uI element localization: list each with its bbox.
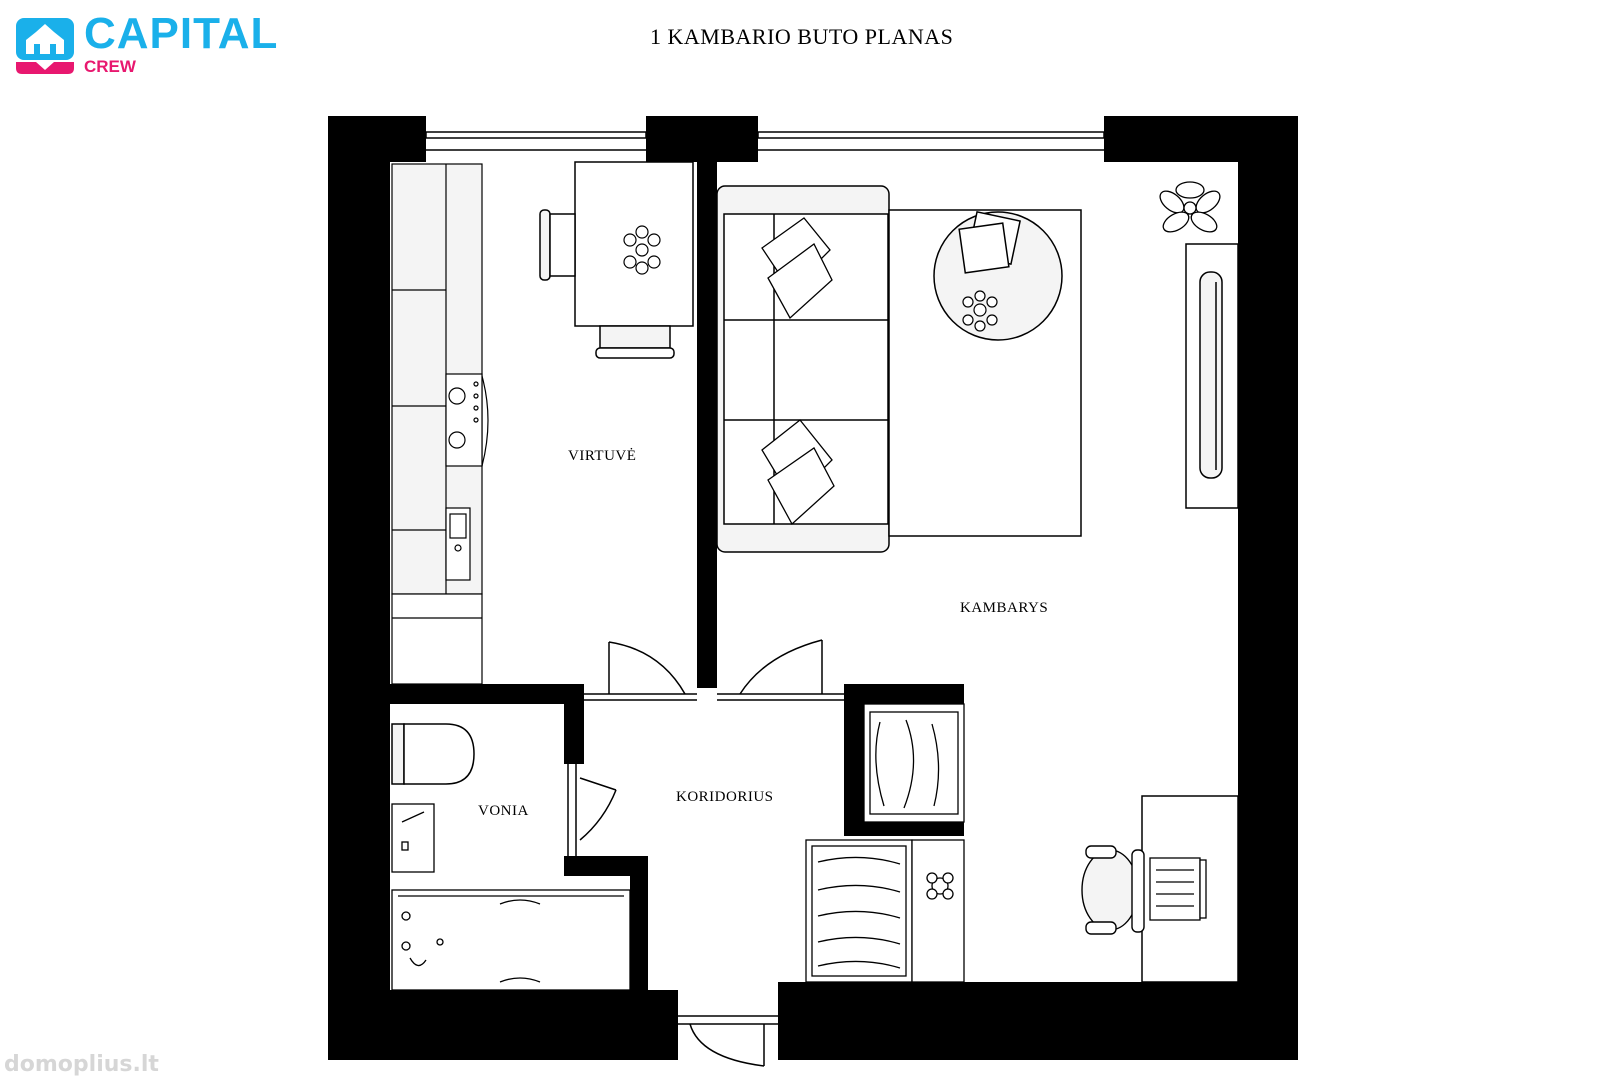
logo-subtitle: CREW bbox=[84, 57, 136, 76]
bathtub-icon bbox=[391, 889, 631, 991]
toilet-icon bbox=[391, 723, 475, 785]
interior-walls bbox=[390, 162, 964, 990]
plan-title: 1 KAMBARIO BUTO PLANAS bbox=[650, 24, 954, 49]
room-label-corridor: KORIDORIUS bbox=[676, 789, 774, 805]
tv-stand bbox=[1185, 243, 1239, 509]
room-label-kitchen: VIRTUVĖ bbox=[568, 448, 637, 464]
house-logo-icon bbox=[16, 18, 74, 74]
flower-icon-coffee-table bbox=[962, 290, 998, 332]
wardrobe-top bbox=[863, 703, 965, 823]
doors bbox=[567, 639, 844, 1067]
washbasin-icon bbox=[391, 803, 435, 873]
logo-wordmark: CAPITAL bbox=[84, 9, 279, 58]
outer-walls bbox=[328, 116, 1298, 1060]
watermark-text: domoplius.lt bbox=[4, 1052, 159, 1077]
cushion-icons bbox=[761, 217, 835, 526]
sink-icon bbox=[445, 507, 471, 581]
capital-crew-logo: CAPITAL CREW bbox=[14, 9, 284, 78]
wardrobe-bottom bbox=[805, 839, 913, 983]
dining-table bbox=[539, 161, 694, 359]
flower-icon-table bbox=[623, 225, 661, 275]
room-label-bath: VONIA bbox=[478, 803, 529, 819]
office-chair-icon bbox=[1081, 845, 1145, 935]
coffee-table bbox=[933, 211, 1063, 341]
plant-icon bbox=[1159, 181, 1221, 233]
laptop-icon bbox=[1149, 857, 1207, 921]
room-label-room: KAMBARYS bbox=[960, 600, 1049, 616]
windows bbox=[425, 131, 1105, 151]
sofa bbox=[716, 185, 890, 553]
stove-icon bbox=[445, 373, 489, 467]
small-cabinet bbox=[911, 839, 965, 983]
